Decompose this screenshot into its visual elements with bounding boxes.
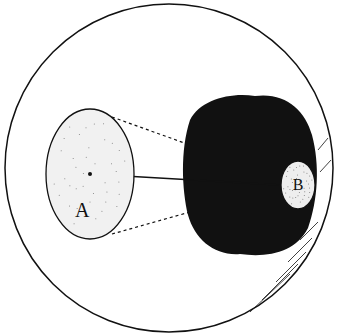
- ellipse-node: B: [280, 160, 316, 210]
- dark-blob: [183, 95, 317, 255]
- node-letter: A: [75, 200, 89, 220]
- ellipse-node: A: [45, 108, 135, 240]
- node-letter: B: [293, 177, 304, 193]
- outer-circle: [5, 4, 333, 332]
- ellipse-outline: [45, 108, 135, 240]
- shading-hatch: [250, 138, 331, 312]
